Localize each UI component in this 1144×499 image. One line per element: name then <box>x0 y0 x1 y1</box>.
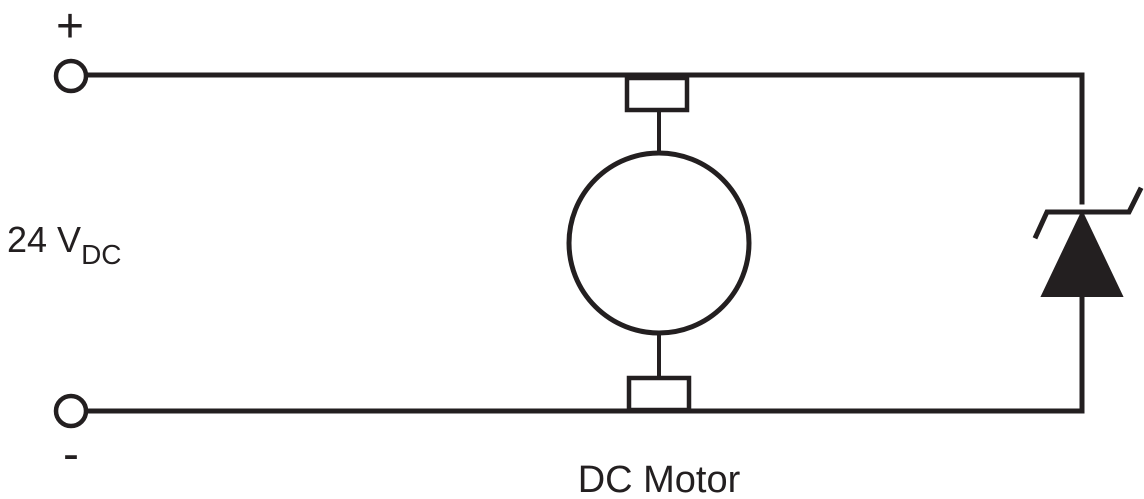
bottom-brush <box>626 375 692 413</box>
motor-icon <box>566 150 752 336</box>
negative-terminal-icon <box>53 393 89 429</box>
zener-diode-icon <box>1032 186 1144 297</box>
top-brush <box>624 75 690 113</box>
diode-cathode-bar <box>1032 186 1144 240</box>
minus-sign: - <box>63 428 79 481</box>
positive-terminal-icon <box>53 58 89 94</box>
voltage-subscript: DC <box>81 239 121 270</box>
plus-sign: + <box>56 0 84 53</box>
motor-label: DC Motor <box>578 459 741 499</box>
voltage-label: 24 VDC <box>7 219 122 270</box>
voltage-value: 24 V <box>7 219 81 260</box>
diode-triangle <box>1040 209 1124 297</box>
